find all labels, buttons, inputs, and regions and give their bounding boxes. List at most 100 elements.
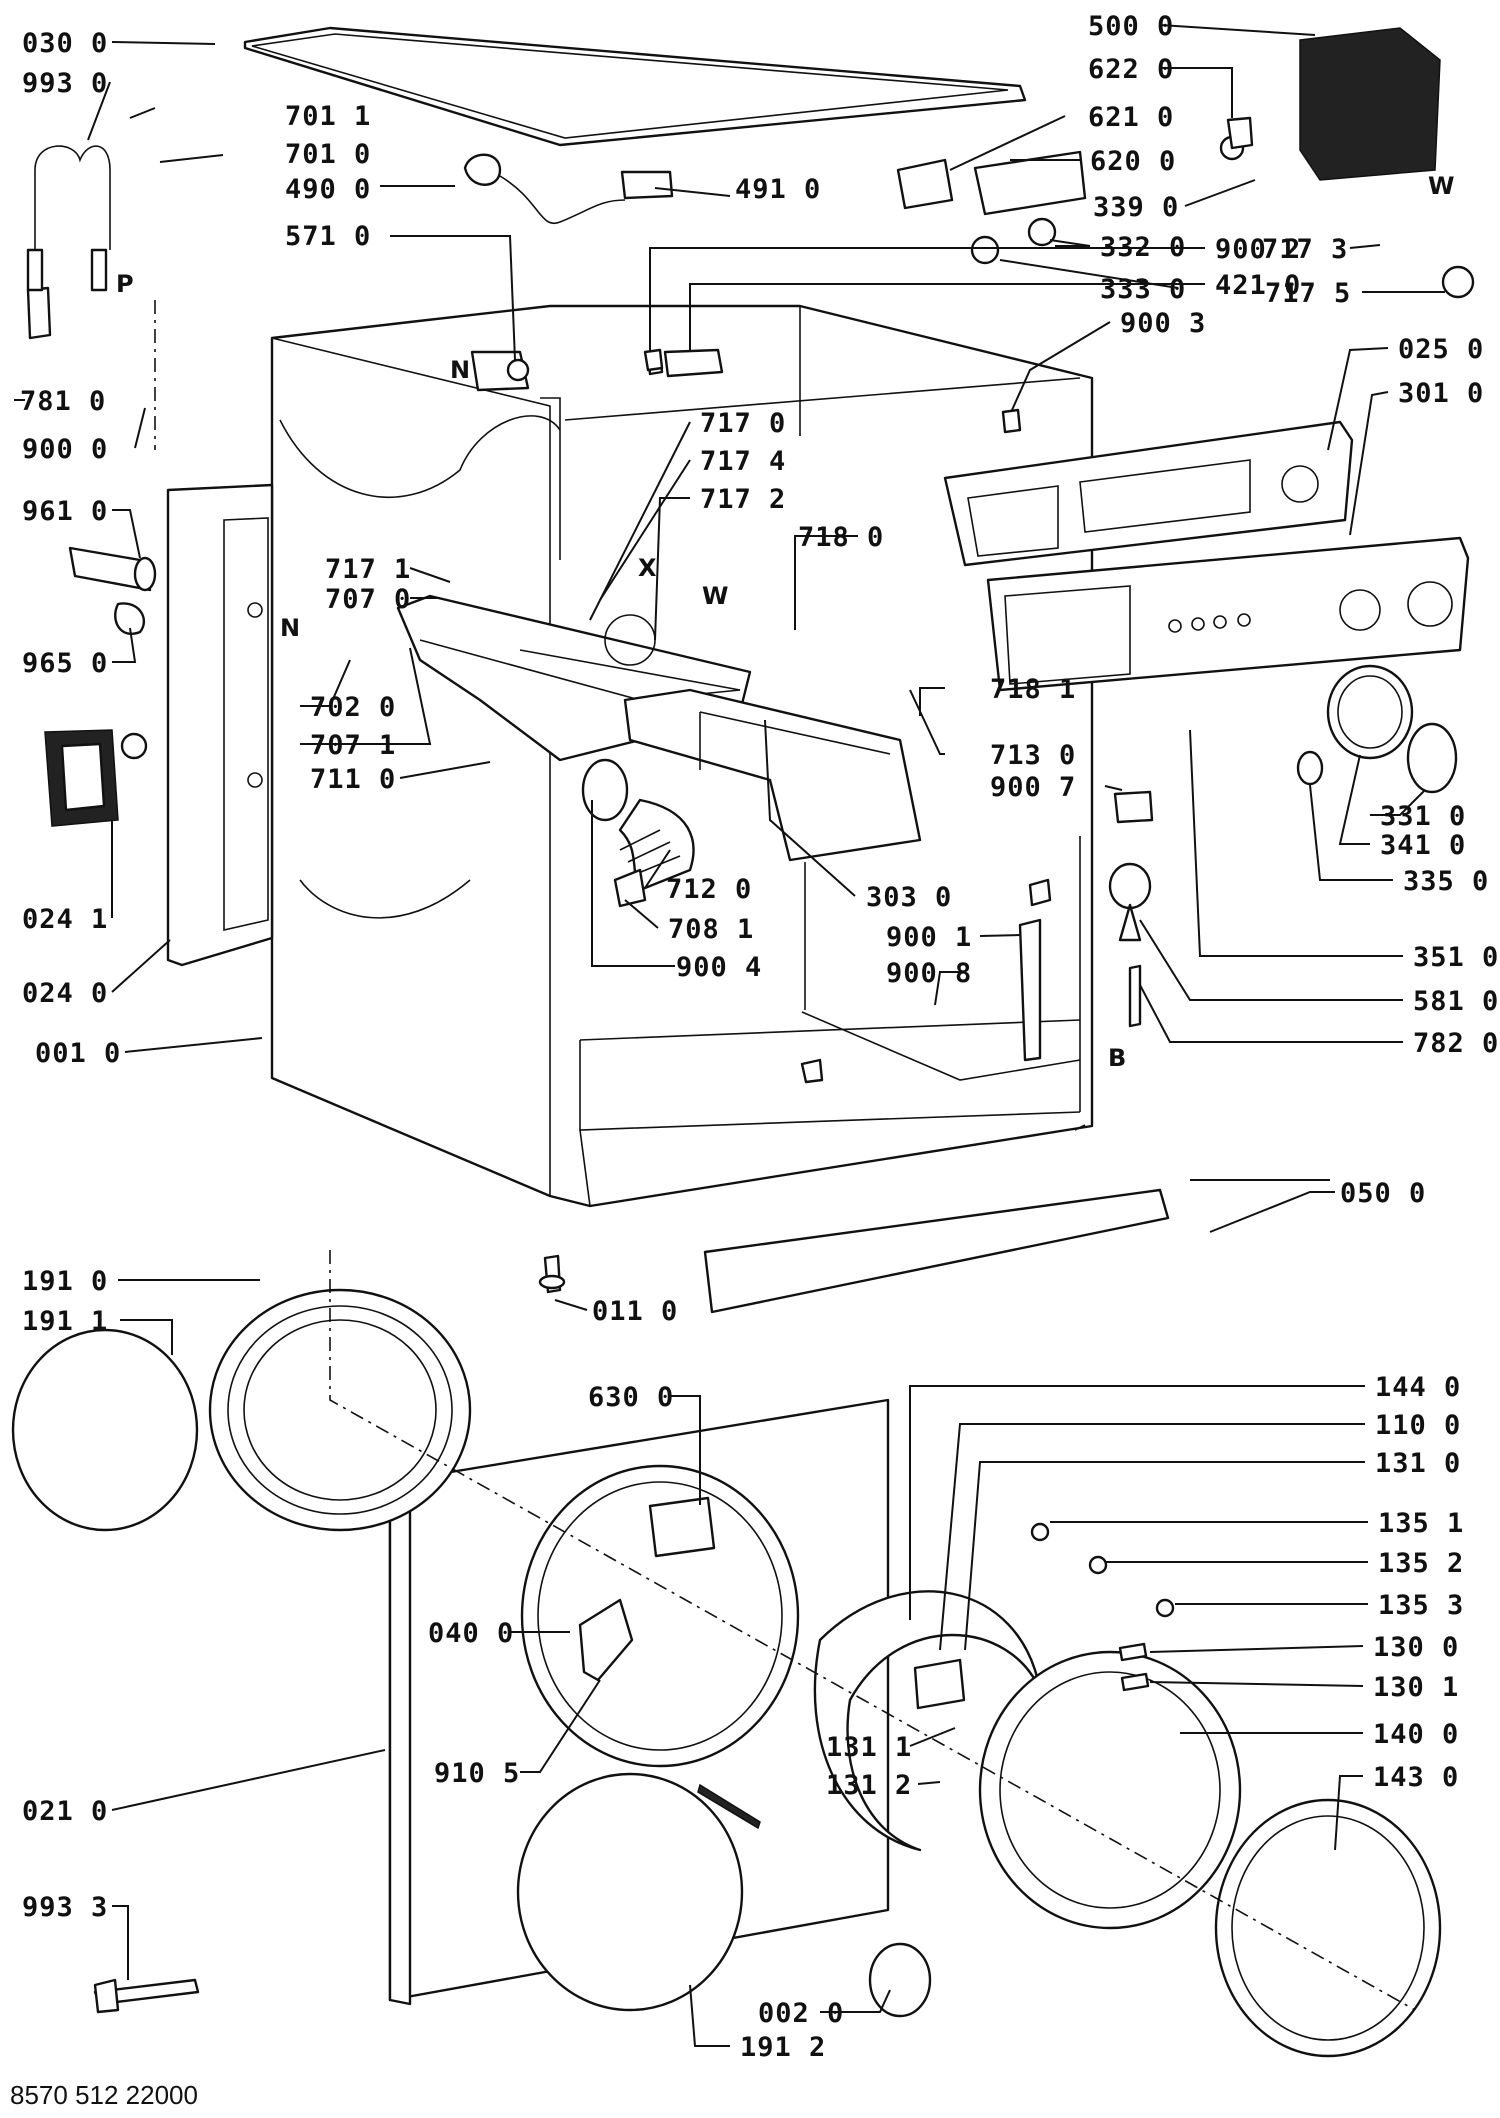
marker-x: X <box>638 554 657 582</box>
label-191-2: 191 2 <box>740 2032 826 2063</box>
label-131-2: 131 2 <box>826 1770 912 1801</box>
label-711-0: 711 0 <box>310 764 396 795</box>
letter-markers: P N N X W W B <box>116 172 1454 1072</box>
cable-clips <box>643 348 1154 1084</box>
dispenser-drawer <box>623 688 922 862</box>
label-713-0: 713 0 <box>990 740 1076 771</box>
label-717-2: 717 2 <box>700 484 786 515</box>
switch-block <box>896 116 1475 299</box>
label-110-0: 110 0 <box>1375 1410 1461 1441</box>
label-900-3: 900 3 <box>1120 308 1206 339</box>
foot-screw <box>538 1254 566 1294</box>
label-130-0: 130 0 <box>1373 1632 1459 1663</box>
label-993-0: 993 0 <box>22 68 108 99</box>
label-021-0: 021 0 <box>22 1796 108 1827</box>
label-900-7: 900 7 <box>990 772 1076 803</box>
label-135-3: 135 3 <box>1378 1590 1464 1621</box>
label-782-0: 782 0 <box>1413 1028 1499 1059</box>
label-717-1: 717 1 <box>325 554 411 585</box>
label-571-0: 571 0 <box>285 221 371 252</box>
label-620-0: 620 0 <box>1090 146 1176 177</box>
label-622-0: 622 0 <box>1088 54 1174 85</box>
label-144-0: 144 0 <box>1375 1372 1461 1403</box>
label-024-0: 024 0 <box>22 978 108 1009</box>
label-333-0: 333 0 <box>1100 274 1186 305</box>
marker-b: B <box>1108 1044 1126 1072</box>
label-490-0: 490 0 <box>285 174 371 205</box>
label-140-0: 140 0 <box>1373 1719 1459 1750</box>
label-002-0: 002 0 <box>758 1998 844 2029</box>
side-panel <box>166 483 274 967</box>
label-135-2: 135 2 <box>1378 1548 1464 1579</box>
label-630-0: 630 0 <box>588 1382 674 1413</box>
selector-knob <box>1296 664 1458 794</box>
label-191-0: 191 0 <box>22 1266 108 1297</box>
drawing-number: 8570 512 22000 <box>10 2080 198 2110</box>
filter-cap <box>868 1942 932 2018</box>
label-717-0: 717 0 <box>700 408 786 439</box>
label-900-2: 900 2 <box>1215 234 1301 265</box>
label-961-0: 961 0 <box>22 496 108 527</box>
label-332-0: 332 0 <box>1100 232 1186 263</box>
label-135-1: 135 1 <box>1378 1508 1464 1539</box>
label-500-0: 500 0 <box>1088 11 1174 42</box>
label-717-4: 717 4 <box>700 446 786 477</box>
label-717-5: 717 5 <box>1265 278 1351 309</box>
electronic-module <box>1299 27 1441 181</box>
label-707-0: 707 0 <box>325 584 411 615</box>
marker-n-top: N <box>450 356 470 384</box>
drum-front-bellows <box>11 1288 472 1532</box>
dispenser-bellows-hose <box>581 758 695 908</box>
label-993-3: 993 3 <box>22 1892 108 1923</box>
label-143-0: 143 0 <box>1373 1762 1459 1793</box>
label-421-0: 421 0 <box>1215 270 1301 301</box>
door-clamp-spring <box>697 1783 761 1830</box>
heater-element <box>68 546 157 635</box>
pump-unit <box>44 729 148 827</box>
label-781-0: 781 0 <box>20 386 106 417</box>
label-301-0: 301 0 <box>1398 378 1484 409</box>
label-191-1: 191 1 <box>22 1306 108 1337</box>
label-050-0: 050 0 <box>1340 1178 1426 1209</box>
label-131-1: 131 1 <box>826 1732 912 1763</box>
label-900-8: 900 8 <box>886 958 972 989</box>
service-wrench <box>93 1978 200 2014</box>
label-131-0: 131 0 <box>1375 1448 1461 1479</box>
door-handle <box>578 1598 634 1682</box>
label-701-1: 701 1 <box>285 101 371 132</box>
top-lid <box>243 26 1027 147</box>
label-341-0: 341 0 <box>1380 830 1466 861</box>
label-621-0: 621 0 <box>1088 102 1174 133</box>
label-718-1: 718 1 <box>990 674 1076 705</box>
label-335-0: 335 0 <box>1403 866 1489 897</box>
leader-lines <box>14 24 1445 2047</box>
marker-w-dispenser: W <box>702 582 728 610</box>
label-339-0: 339 0 <box>1093 192 1179 223</box>
label-303-0: 303 0 <box>866 882 952 913</box>
label-708-1: 708 1 <box>668 914 754 945</box>
marker-n-left: N <box>280 614 300 642</box>
label-130-1: 130 1 <box>1373 1672 1459 1703</box>
door-hinge-parts <box>913 1522 1175 1710</box>
door-glass-bowl <box>516 1772 744 2012</box>
label-900-1: 900 1 <box>886 922 972 953</box>
label-718-0: 718 0 <box>798 522 884 553</box>
label-351-0: 351 0 <box>1413 942 1499 973</box>
door-hinge-ring <box>813 1590 1042 1852</box>
label-910-5: 910 5 <box>434 1758 520 1789</box>
kick-plate <box>703 1188 1170 1314</box>
label-001-0: 001 0 <box>35 1038 121 1069</box>
pressure-switch <box>1108 862 1152 942</box>
label-581-0: 581 0 <box>1413 986 1499 1017</box>
label-712-0: 712 0 <box>666 874 752 905</box>
control-panel-fascia <box>986 536 1470 692</box>
door-lock <box>648 1496 716 1558</box>
label-025-0: 025 0 <box>1398 334 1484 365</box>
label-701-0: 701 0 <box>285 139 371 170</box>
label-011-0: 011 0 <box>592 1296 678 1327</box>
mains-cable <box>463 153 674 225</box>
label-331-0: 331 0 <box>1380 801 1466 832</box>
label-717-3: 717 3 <box>1262 234 1348 265</box>
